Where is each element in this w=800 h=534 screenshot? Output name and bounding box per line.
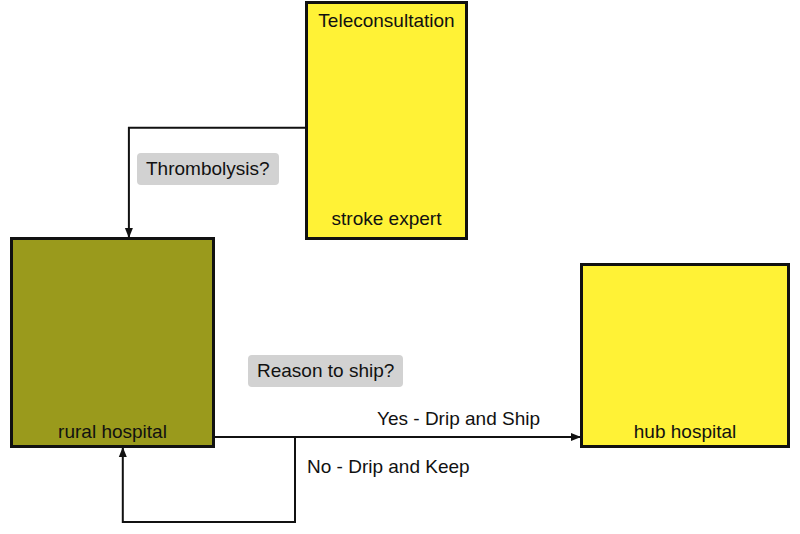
question-label: Reason to ship? (248, 355, 403, 387)
hub-hospital-box: hub hospital (580, 263, 790, 448)
node-text: Teleconsultation (318, 9, 454, 33)
rural-hospital-box: rural hospital (10, 237, 215, 448)
node-text: hub hospital (634, 420, 736, 444)
edge-label: Thrombolysis? (137, 153, 279, 185)
node-text: stroke expert (332, 207, 442, 231)
edge-label: No - Drip and Keep (304, 455, 473, 479)
edge-label: Yes - Drip and Ship (374, 407, 543, 431)
connector-arrow (129, 128, 305, 237)
connector-arrow (123, 437, 295, 522)
node-text: rural hospital (58, 420, 167, 444)
teleconsult-box: Teleconsultation stroke expert (305, 1, 468, 240)
